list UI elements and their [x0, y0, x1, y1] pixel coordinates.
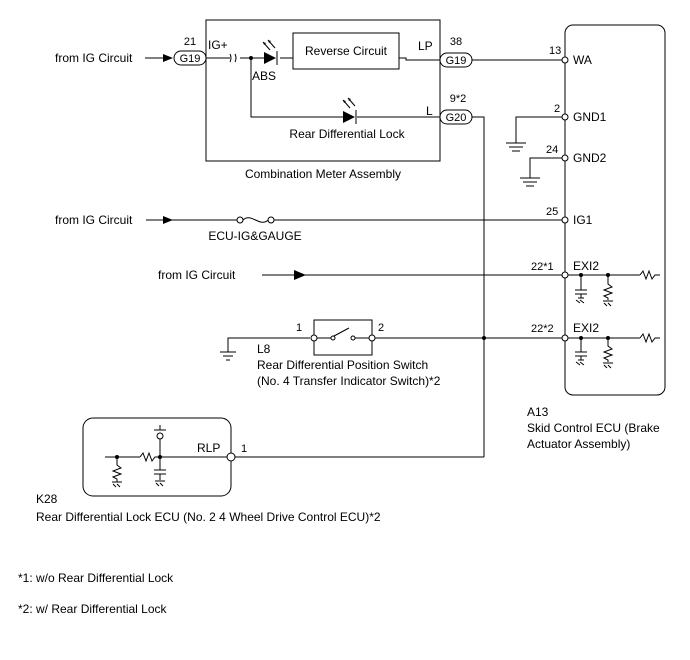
ground-icon — [506, 142, 526, 152]
rear-ecu-code: K28 — [36, 492, 58, 506]
pin-number: 38 — [450, 36, 462, 48]
ground-icon — [575, 297, 585, 304]
pin-circle-wa — [561, 56, 569, 64]
l-signal-wire — [472, 116, 485, 457]
switch-pin1: 1 — [296, 322, 302, 334]
switch-ground-wire — [227, 337, 310, 352]
pin-label-gnd2: GND2 — [573, 151, 607, 165]
pin-number: 9*2 — [450, 93, 467, 105]
pin-label-wa: WA — [573, 53, 592, 67]
abs-led-icon — [262, 39, 278, 65]
pin-number-gnd1: 2 — [554, 103, 560, 115]
ground-icon — [603, 300, 613, 307]
pin-label-exi2a: EXI2 — [573, 259, 599, 273]
meter-title: Combination Meter Assembly — [245, 167, 401, 181]
connector-code: G19 — [446, 55, 467, 67]
resistor-icon — [639, 269, 660, 281]
pullup-power-icon — [154, 425, 166, 440]
skid-ecu-code: A13 — [527, 405, 549, 419]
connector-code: G19 — [180, 53, 201, 65]
fuse-label: ECU-IG&GAUGE — [208, 229, 301, 243]
gnd2-wire — [529, 157, 562, 178]
switch-pin2: 2 — [378, 322, 384, 334]
ground-icon — [155, 480, 165, 487]
arrow-icon — [294, 270, 306, 280]
ig-source-exi2: from IG Circuit — [158, 268, 236, 282]
pin-number-exi2b: 22*2 — [531, 323, 554, 335]
terminal-rlp: RLP — [197, 441, 220, 455]
abs-label: ABS — [252, 69, 276, 83]
rear-diff-position-switch: 1 2 — [220, 319, 562, 361]
gnd1-wire — [515, 116, 562, 143]
resistor-icon — [139, 451, 227, 463]
connector-g20: G20 9*2 — [439, 93, 473, 125]
pin-number-ig1: 25 — [546, 206, 558, 218]
terminal-l: L — [426, 104, 433, 118]
ground-icon — [575, 359, 585, 366]
terminal-igplus: IG+ — [208, 38, 228, 52]
ig-source-top: from IG Circuit — [55, 51, 133, 65]
pin-number-gnd2: 24 — [546, 144, 558, 156]
ig-source-fuse: from IG Circuit — [55, 213, 133, 227]
footnote-1: *1: w/o Rear Differential Lock — [18, 571, 174, 585]
reverse-circuit-label: Reverse Circuit — [305, 44, 388, 58]
switch-code: L8 — [257, 342, 271, 356]
pin-circle-exi2b — [561, 334, 569, 342]
pin-label-gnd1: GND1 — [573, 110, 607, 124]
capacitor-icon — [575, 275, 587, 298]
connector-g19-left: G19 21 — [173, 36, 207, 66]
skid-ecu-name-line2: Actuator Assembly) — [527, 437, 630, 451]
switch-name-line1: Rear Differential Position Switch — [257, 358, 428, 372]
skid-ecu-outline — [564, 24, 666, 396]
capacitor-icon — [575, 338, 587, 360]
junction-dot — [249, 56, 253, 60]
pin-label-exi2b: EXI2 — [573, 321, 599, 335]
switch-contact-icon — [333, 327, 350, 337]
ground-icon — [520, 177, 540, 187]
pin-number-wa: 13 — [549, 45, 561, 57]
footnote-2: *2: w/ Rear Differential Lock — [18, 602, 168, 616]
resistor-icon — [111, 457, 123, 482]
rear-diff-lock-lamp-label: Rear Differential Lock — [289, 127, 405, 141]
resistor-icon — [602, 338, 614, 362]
resistor-icon — [639, 332, 660, 344]
connector-g19-right: G19 38 — [439, 36, 473, 68]
terminal-lp: LP — [418, 39, 433, 53]
resistor-icon — [602, 275, 614, 300]
fuse-icon — [236, 216, 275, 224]
capacitor-icon — [154, 457, 166, 480]
pin-number-exi2a: 22*1 — [531, 261, 554, 273]
ground-icon — [112, 481, 122, 488]
pin-circle-gnd1 — [561, 113, 569, 121]
pin-circle-rlp — [226, 452, 236, 462]
skid-ecu-name-line1: Skid Control ECU (Brake — [527, 421, 660, 435]
lp-wire — [399, 57, 440, 61]
rear-diff-lock-led-icon — [342, 97, 357, 124]
switch-name-line2: (No. 4 Transfer Indicator Switch)*2 — [257, 374, 441, 388]
ground-icon — [603, 362, 613, 369]
combination-meter-assembly: Reverse Circuit Combination Meter Assemb… — [205, 19, 441, 181]
pin-circle-exi2a — [561, 271, 569, 279]
connector-code: G20 — [446, 112, 467, 124]
pin-label-ig1: IG1 — [573, 213, 593, 227]
rear-diff-lock-ecu: RLP 1 — [82, 417, 484, 497]
skid-control-ecu: WA 13 GND1 2 GND2 24 IG1 25 EXI2 22*1 EX… — [506, 24, 666, 396]
pin-circle-gnd2 — [561, 154, 569, 162]
wire-break-mark — [229, 53, 237, 63]
lamp-branch-wire — [250, 58, 343, 118]
pin-number: 21 — [184, 36, 196, 48]
pin-circle-ig1 — [561, 216, 569, 224]
ground-icon — [220, 351, 236, 361]
pin-number-rlp: 1 — [241, 443, 247, 455]
reverse-circuit-box — [292, 32, 400, 70]
rear-ecu-name: Rear Differential Lock ECU (No. 2 4 Whee… — [36, 510, 381, 524]
